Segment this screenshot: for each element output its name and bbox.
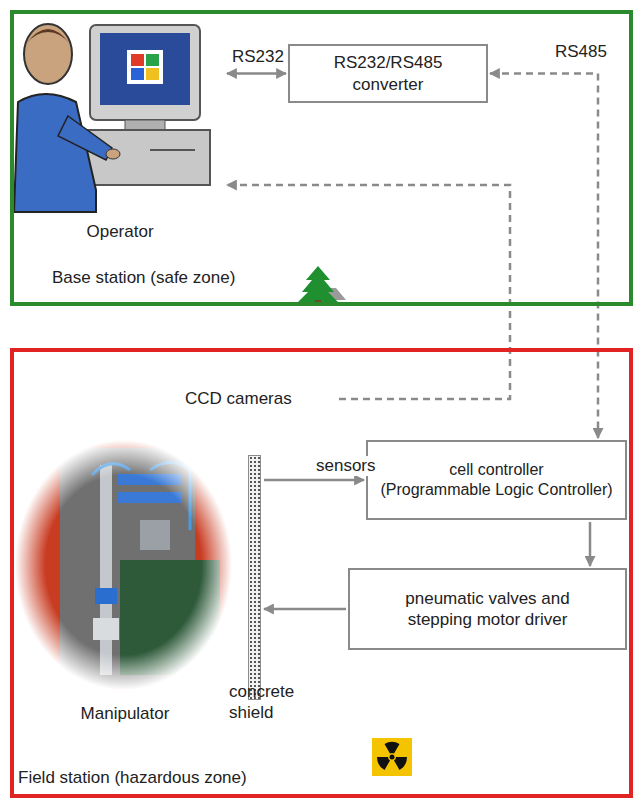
node-text: cell controller [449,460,543,480]
connector-arrow [227,72,286,75]
manipulator-photo [15,440,232,690]
manipulator-node: Manipulator [15,438,235,724]
radiation-icon [372,738,412,776]
node-text: Base station (safe zone) [52,267,235,288]
operator-station: Operator [15,20,225,242]
concrete-shield: concrete shield [225,455,343,727]
camera-node: CCD cameras [185,386,335,412]
connector-arrow [264,608,346,611]
signal-label: RS232 [230,47,286,67]
zone-region: Base station (safe zone) Operator RS232/RS… [10,10,633,306]
node-text: pneumatic valves and stepping motor driv… [393,588,583,631]
node-text: concrete shield [229,681,343,724]
signal-label: RS485 [553,42,609,62]
node-text: RS232/RS485 converter [323,52,453,95]
node-text: (Programmable Logic Controller) [380,480,612,500]
connector-arrow [264,479,364,482]
tree-icon [298,266,346,305]
node-text: Field station (hazardous zone) [18,767,247,788]
signal-label: sensors [314,456,378,476]
node-text: Manipulator [81,703,170,724]
shield-bar [248,455,261,700]
process-box: RS232/RS485 converter [288,44,488,103]
dashed-connector [227,185,510,399]
process-box: cell controller(Programmable Logic Contr… [366,440,627,520]
process-box: pneumatic valves and stepping motor driv… [348,568,627,650]
dashed-connector [490,74,598,439]
node-text: Operator [86,221,153,242]
node-text: CCD cameras [185,388,292,409]
zone-region: Field station (hazardous zone) CCD camera… [10,348,633,798]
operator-icon [14,24,210,212]
connector-arrow [589,522,592,566]
